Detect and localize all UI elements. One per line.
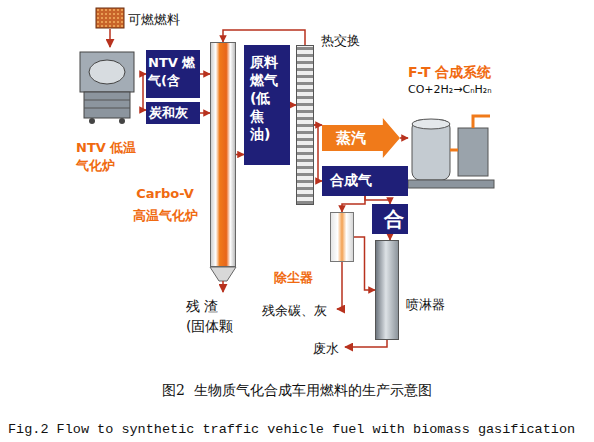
flow-connector (354, 237, 375, 290)
flow-connector (365, 196, 390, 204)
figure-caption: 图2 生物质气化合成车用燃料的生产示意图 (0, 382, 594, 400)
high-temp-gasifier: Carbo-V 高温气化炉 (210, 42, 236, 267)
node-label: NTV 低温气化炉 (76, 139, 140, 175)
node-label: 合成气 (330, 171, 400, 190)
syngas-band: 合成气 (322, 166, 408, 196)
fuel-label: 可燃燃料 (128, 11, 208, 29)
flow-connector (400, 137, 408, 139)
residue-arrow (222, 281, 224, 292)
fuel-feed-arrow (109, 29, 111, 47)
node-label: 合 (376, 206, 404, 232)
node-label: F-T 合成系统 (408, 62, 512, 82)
node-subtext: CO+2H₂→CₙH₂ₙ (408, 82, 512, 98)
low-temp-gasifier: NTV 低温气化炉 (76, 45, 140, 175)
ntv-gasifier-machine (80, 52, 134, 124)
node-label: 蒸汽 (336, 118, 400, 158)
node-label: 喷淋器 (406, 296, 458, 314)
steam-arrow: 蒸汽 (322, 118, 400, 158)
flow-connector (314, 125, 322, 181)
char-ash-box: 炭和灰 (146, 102, 200, 124)
syngas-box: 合 (372, 204, 408, 234)
waste-water-label: 废水 (313, 340, 353, 358)
flow-connector (200, 112, 210, 114)
flow-connector (342, 196, 365, 212)
raw-gas-box: 原料燃气(低焦油) (244, 45, 290, 165)
flow-connector (200, 73, 210, 75)
node-label: NTV 燃气(含 (148, 54, 198, 90)
residue-label: 残 渣 (固体颗 (186, 296, 236, 336)
node-label: 原料燃气(低焦油) (250, 53, 284, 143)
waste-water-line (345, 340, 387, 347)
scrubber: 喷淋器 (375, 240, 399, 340)
gasifier-cone (210, 267, 236, 281)
dust-collector: 除尘器 (330, 212, 354, 262)
arrow-fill (322, 118, 400, 158)
flow-connector (236, 154, 244, 156)
node-label: 炭和灰 (149, 104, 197, 121)
gas-box: NTV 燃气(含 (146, 50, 200, 98)
fuel-icon (96, 8, 124, 28)
english-caption: Fig.2 Flow to synthetic traffic vehicle … (8, 422, 594, 437)
node-label: 除尘器 (274, 269, 328, 287)
carbon-ash-label: 残余碳、灰 (262, 302, 342, 320)
ft-equipment (408, 116, 494, 188)
node-label: 热交换 (321, 32, 371, 50)
heat-exchanger: 热交换 (296, 45, 314, 205)
node-label: Carbo-V 高温气化炉 (127, 183, 203, 227)
ft-synthesis-system: F-T 合成系统CO+2H₂→CₙH₂ₙ (408, 62, 512, 194)
residue-carbon-ash-line (337, 262, 342, 309)
